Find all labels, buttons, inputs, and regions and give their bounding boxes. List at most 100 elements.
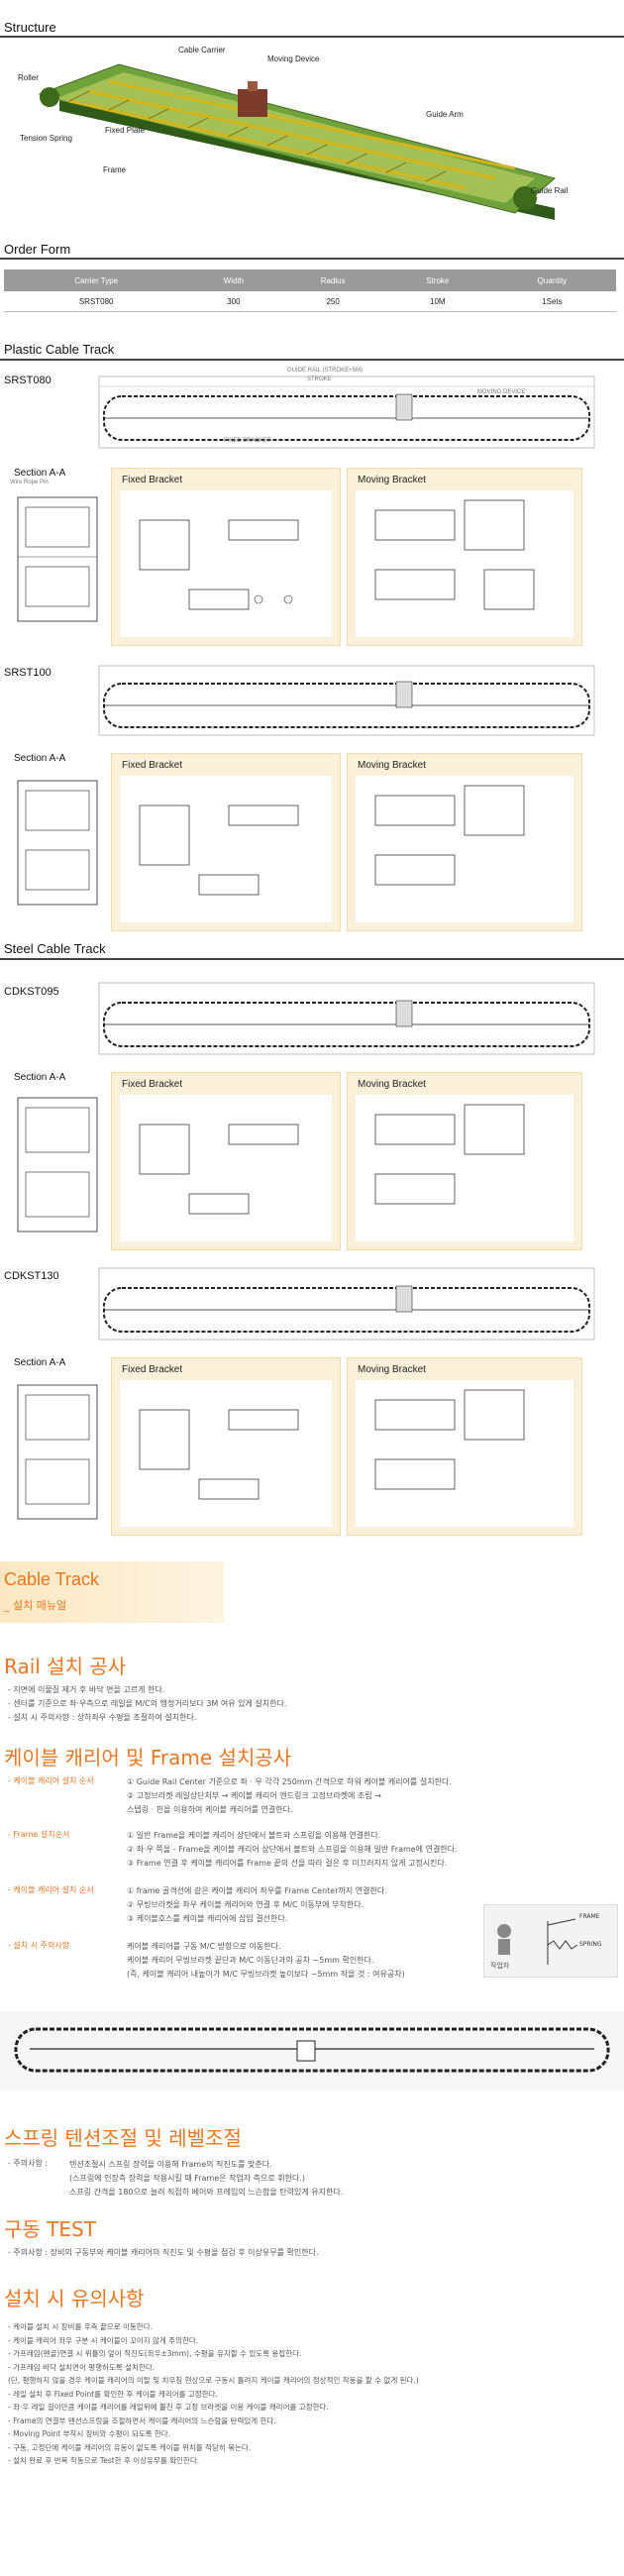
spring-line: 텐션조절시 스프링 장력을 이용해 Frame의 직진도를 맞춘다. — [69, 2160, 272, 2169]
moving-bracket-drawing — [374, 1389, 525, 1490]
cable-track-overview — [0, 2011, 624, 2091]
section-aa-label: Section A-A — [14, 1072, 66, 1083]
spring-label: SPRING — [579, 1941, 602, 1948]
caution-title: 설치 시 유의사항 — [4, 2287, 145, 2310]
list-item: - 설치 시 주의사항 : 상하좌우 수평을 조절하여 설치한다. — [8, 1713, 197, 1722]
list-item: - 케이블 캐리어 좌우 구분 시 케이블이 꼬이지 않게 주의한다. — [8, 2335, 199, 2345]
spring-line: (스프링에 인장측 장력을 작용시킬 때 Frame은 작업자 측으로 휘한다.… — [69, 2174, 306, 2183]
drive-test-title: 구동 TEST — [4, 2217, 96, 2241]
group-line: ② 고정브라켓 레일상단처부 → 케이블 캐리어 엔드링크 고정브라켓에 조립 … — [127, 1791, 381, 1800]
list-item: - Moving Point 부착시 장비와 수평이 되도록 한다. — [8, 2429, 171, 2438]
panel-drawing-area — [120, 776, 332, 922]
label-guide-rail: Guide Rail — [531, 186, 569, 195]
table-cell: 1Sets — [487, 291, 616, 312]
group-label: - 설치 시 주의사항 — [8, 1941, 70, 1950]
order-table-header: Carrier Type Width Radius Stroke Quantit… — [4, 269, 616, 291]
structure-title: Structure — [4, 20, 56, 35]
section-aa-label: Section A-A — [14, 1357, 66, 1368]
moving-bracket-panel: Moving Bracket — [347, 1357, 582, 1536]
track-elevation-drawing — [98, 1267, 595, 1341]
label-moving-device: Moving Device — [267, 54, 320, 63]
header-cell: Carrier Type — [4, 269, 189, 291]
list-item: (단, 평행하지 않을 경우 케이블 캐리어의 이탈 및 치우침 현상으로 구동… — [8, 2376, 419, 2385]
track-elevation-drawing — [98, 665, 595, 736]
group-text: ① frame 골격선에 같은 케이블 캐리어 좌우를 Frame Center… — [127, 1884, 387, 1926]
group-label: - 케이블 캐리어 설치 순서 — [8, 1885, 94, 1894]
group-line: (즉, 케이블 캐리어 내높이가 M/C 무빙브라켓 높이보다 ~5mm 작을 … — [127, 1970, 405, 1979]
stroke-dim: STROKE — [307, 376, 332, 382]
label-roller: Roller — [18, 73, 39, 82]
panel-title: Moving Bracket — [358, 1364, 426, 1375]
panel-title: Moving Bracket — [358, 760, 426, 771]
fixed-bracket-drawing — [139, 1124, 299, 1215]
panel-title: Moving Bracket — [358, 475, 426, 485]
group-text: ① Guide Rail Center 기준으로 좌 · 우 각각 250mm … — [127, 1775, 452, 1817]
panel-drawing-area — [356, 490, 573, 637]
list-item: - 지면에 이물질 제거 후 바닥 면을 고르게 한다. — [8, 1685, 165, 1694]
panel-drawing-area — [356, 1095, 573, 1241]
section-aa-drawing — [17, 496, 98, 622]
frame-label: FRAME — [579, 1913, 600, 1920]
panel-title: Moving Bracket — [358, 1079, 426, 1090]
table-row: SRST080 300 250 10M 1Sets — [4, 291, 616, 312]
group-line: ② 무빙브라켓을 좌우 케이블 캐리어와 연결 후 M/C 이동부에 부착한다. — [127, 1900, 364, 1909]
steel-title: Steel Cable Track — [4, 941, 106, 956]
fixed-bracket-drawing — [139, 519, 299, 610]
track-elevation-drawing — [98, 376, 595, 449]
group-line: ③ 케이블호스를 케이블 캐리어에 삽입 결선한다. — [127, 1914, 288, 1923]
section-aa-label: Section A-A — [14, 753, 66, 764]
group-text: 케이블 캐리어를 구동 M/C 방향으로 이동한다. 케이블 캐리어 무빙브라켓… — [127, 1940, 483, 1982]
banner-subtitle: _ 설치 매뉴얼 — [4, 1599, 67, 1612]
panel-drawing-area — [120, 1095, 332, 1241]
moving-bracket-drawing — [374, 499, 535, 610]
banner-title: Cable Track — [4, 1569, 100, 1589]
plastic-title: Plastic Cable Track — [4, 342, 115, 357]
order-table: Carrier Type Width Radius Stroke Quantit… — [4, 269, 616, 312]
section-divider — [0, 359, 624, 361]
rail-install-title: Rail 설치 공사 — [4, 1655, 127, 1678]
moving-device-dim: MOVING DEVICE — [477, 389, 526, 395]
fixed-bracket-dim: FIXED BRACKET — [224, 438, 271, 444]
header-cell: Stroke — [386, 269, 488, 291]
panel-title: Fixed Bracket — [122, 1364, 183, 1375]
list-item: - 케이블 설치 시 장비를 우측 끝으로 이동한다. — [8, 2322, 153, 2331]
frame-spring-diagram: 작업자 FRAME SPRING — [483, 1904, 618, 1978]
manual-banner: Cable Track _ 설치 매뉴얼 — [0, 1561, 224, 1623]
moving-bracket-panel: Moving Bracket — [347, 1072, 582, 1250]
label-tension-spring: Tension Spring — [20, 134, 72, 143]
panel-title: Fixed Bracket — [122, 760, 183, 771]
panel-drawing-area — [120, 490, 332, 637]
group-label: - Frame 설치순서 — [8, 1830, 70, 1839]
panel-title: Fixed Bracket — [122, 1079, 183, 1090]
spring-note-text: 텐션조절시 스프링 장력을 이용해 Frame의 직진도를 맞춘다. (스프링에… — [69, 2158, 343, 2200]
list-item: - 구동, 고정단에 케이블 캐리어의 유동이 없도록 케이블 위치를 적당히 … — [8, 2442, 252, 2452]
group-line: 케이블 캐리어 무빙브라켓 끝단과 M/C 이동단과의 공차 ~5mm 확인한다… — [127, 1956, 374, 1965]
guide-rail-dim: GUIDE RAIL (STROKE+5M) — [287, 368, 363, 374]
structure-illustration — [38, 63, 557, 220]
section-divider — [0, 36, 624, 38]
moving-bracket-panel: Moving Bracket — [347, 753, 582, 931]
moving-bracket-panel: Moving Bracket — [347, 468, 582, 646]
drive-test-note: - 주의사항 : 장비의 구동부와 케이블 캐리어의 직진도 및 수평을 점검 … — [8, 2248, 319, 2257]
panel-drawing-area — [356, 1380, 573, 1527]
list-item: - 좌·우 레일 길이만큼 케이블 캐리어를 레일위에 뿔친 후 고정 브라켓을… — [8, 2403, 329, 2412]
label-cable-carrier: Cable Carrier — [178, 46, 226, 54]
header-cell: Quantity — [487, 269, 616, 291]
list-item: - 레일 설치 후 Fixed Point를 확인한 후 케이블 캐리어를 고정… — [8, 2389, 218, 2399]
list-item: - Frame의 연결부 텐션스프링을 조절하면서 케이블 캐리어의 느슨함을 … — [8, 2415, 276, 2425]
fixed-bracket-drawing — [139, 1409, 299, 1500]
section-aa-drawing — [17, 1097, 98, 1233]
frame-spring-illustration — [497, 1918, 578, 1965]
section-divider — [0, 258, 624, 260]
label-fixed-plate: Fixed Plate — [105, 126, 146, 135]
table-cell: 250 — [278, 291, 387, 312]
track-elevation-drawing — [98, 982, 595, 1055]
model-label: CDKST095 — [4, 986, 59, 998]
spring-tension-title: 스프링 텐션조절 및 레벨조절 — [4, 2126, 242, 2150]
moving-bracket-drawing — [374, 785, 525, 886]
group-line: ① 일반 Frame을 케이블 캐리어 상단에서 볼트와 스프링을 이용해 연결… — [127, 1831, 381, 1840]
section-aa-label: Section A-A — [14, 468, 66, 479]
group-line: ① Guide Rail Center 기준으로 좌 · 우 각각 250mm … — [127, 1777, 452, 1786]
group-line: 케이블 캐리어를 구동 M/C 방향으로 이동한다. — [127, 1942, 281, 1951]
panel-title: Fixed Bracket — [122, 475, 183, 485]
